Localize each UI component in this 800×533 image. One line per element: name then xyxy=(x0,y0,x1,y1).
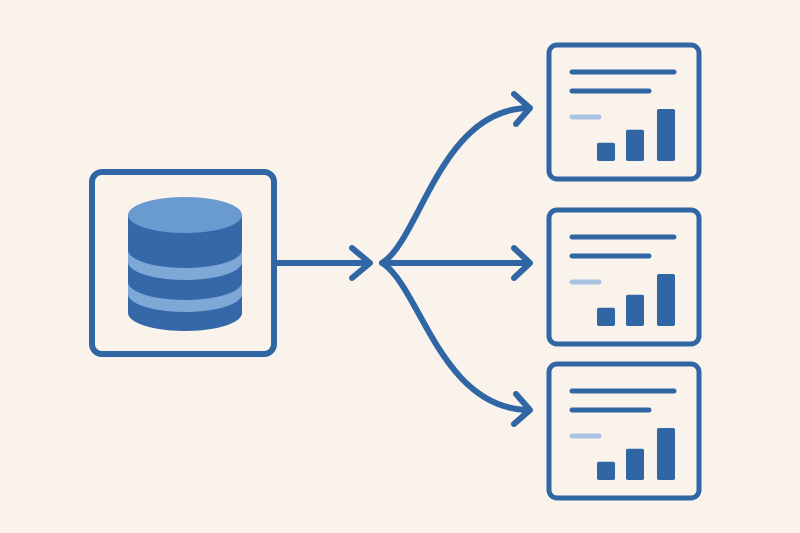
report-card-3 xyxy=(546,361,702,501)
branch-curve-bottom xyxy=(379,260,531,413)
report-cards xyxy=(546,42,702,501)
report-bar xyxy=(597,461,615,480)
report-card-1 xyxy=(546,42,702,182)
report-bar xyxy=(657,109,675,161)
branch-connectors xyxy=(379,91,533,427)
report-bar xyxy=(626,294,644,326)
report-bar xyxy=(657,428,675,480)
report-chart-icon xyxy=(597,428,675,480)
report-bar xyxy=(597,142,615,161)
report-bar xyxy=(597,307,615,326)
source-database-node xyxy=(89,169,277,357)
report-chart-icon xyxy=(597,109,675,161)
branch-arrow-middle-icon xyxy=(511,245,533,281)
branch-arrow-top-icon xyxy=(511,91,533,127)
report-bar xyxy=(657,274,675,326)
report-frame xyxy=(546,361,702,501)
database-icon xyxy=(128,197,242,331)
arrow-right-icon xyxy=(349,245,373,281)
connector-arrow xyxy=(271,245,373,281)
report-bar xyxy=(626,448,644,480)
database-band-upper xyxy=(128,250,242,280)
report-chart-icon xyxy=(597,274,675,326)
report-frame xyxy=(546,207,702,347)
database-cylinder-top xyxy=(128,197,242,233)
branch-arrow-bottom-icon xyxy=(511,391,533,427)
database-band-lower xyxy=(128,282,242,312)
report-card-2 xyxy=(546,207,702,347)
branch-curve-top xyxy=(379,105,531,266)
report-frame xyxy=(546,42,702,182)
report-bar xyxy=(626,129,644,161)
